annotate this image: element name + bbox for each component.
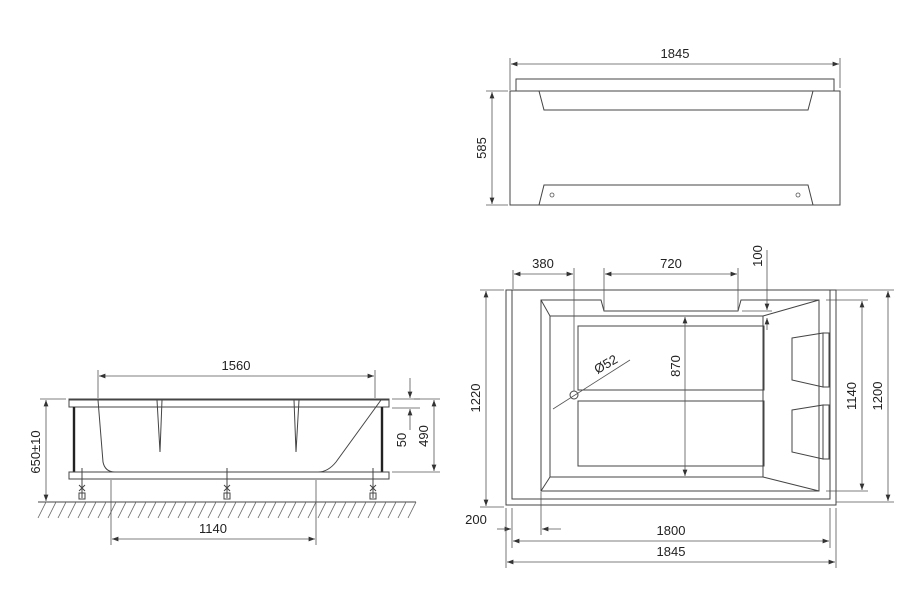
- side-top-width-label: 1560: [222, 358, 251, 373]
- front-width-label: 1845: [661, 46, 690, 61]
- overall-depth-label: 1220: [468, 384, 483, 413]
- overall-length-label: 1845: [657, 544, 686, 559]
- front-panel-view: 1845 585: [474, 46, 841, 206]
- length-label: 1800: [657, 523, 686, 538]
- headrest-depth-label: 100: [750, 245, 765, 267]
- inner-length-label: 870: [668, 355, 683, 377]
- side-bottom-width-label: 1140: [199, 521, 227, 536]
- offset-left-label: 380: [532, 256, 554, 271]
- side-total-height-label: 650±10: [28, 430, 43, 473]
- inner-width-label: 1140: [844, 382, 859, 410]
- side-elevation-view: 1560 1140 650±10 50 490: [28, 358, 440, 545]
- side-rim-label: 50: [394, 433, 409, 447]
- side-depth-label: 490: [416, 425, 431, 447]
- drain-label: Ø52: [591, 351, 620, 376]
- outer-width-label: 1200: [870, 382, 885, 411]
- front-height-label: 585: [474, 137, 489, 159]
- headrest-width-label: 720: [660, 256, 682, 271]
- plan-view: Ø52 870 380 720 100 1220 1140 1200: [465, 245, 894, 568]
- edge-offset-label: 200: [465, 512, 487, 527]
